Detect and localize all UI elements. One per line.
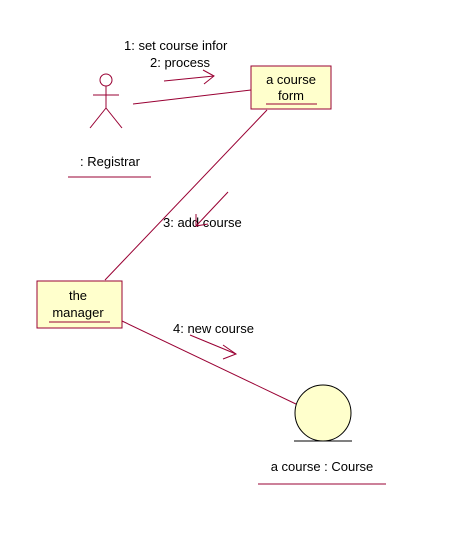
object-course-form[interactable]: a course form (250, 65, 332, 110)
link-manager-course (121, 320, 299, 406)
object-manager[interactable]: the manager (36, 280, 123, 329)
entity-course[interactable]: a course : Course (258, 384, 386, 485)
link-form-manager (104, 109, 268, 281)
entity-circle-icon (294, 384, 352, 442)
message-arrow-icon (189, 334, 238, 360)
object-course-form-box (250, 65, 332, 110)
object-manager-line1: the (69, 288, 87, 303)
object-course-form-line2: form (278, 88, 304, 103)
message-4-label: 4: new course (173, 321, 254, 336)
link-registrar-form (132, 89, 252, 105)
object-manager-line2: manager (52, 305, 104, 320)
actor-registrar[interactable]: : Registrar (68, 73, 151, 178)
object-course-form-line1: a course (266, 72, 316, 87)
object-manager-box (36, 280, 123, 329)
message-arrow-icon (195, 191, 229, 227)
actor-registrar-label: : Registrar (80, 154, 141, 169)
message-arrow-icon (163, 69, 215, 85)
actor-stick-figure-icon (89, 73, 123, 129)
entity-course-label: a course : Course (271, 459, 374, 474)
message-2-label: 2: process (150, 55, 210, 70)
message-1-label: 1: set course infor (124, 38, 228, 53)
message-3-label: 3: add course (163, 215, 242, 230)
